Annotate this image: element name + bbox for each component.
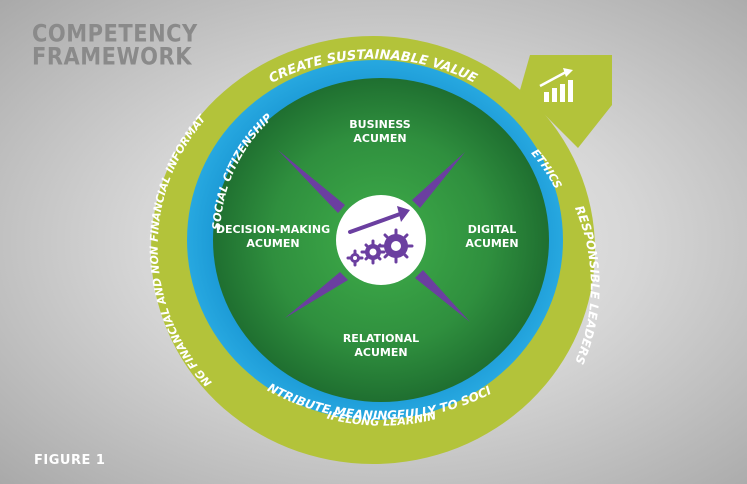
outer-ring-tab xyxy=(520,55,612,148)
figure-label: FIGURE 1 xyxy=(34,453,106,468)
quadrant-business-line-2: ACUMEN xyxy=(353,132,406,145)
quadrant-relational: RELATIONAL ACUMEN xyxy=(343,332,419,359)
framework-title: COMPETENCY FRAMEWORK xyxy=(32,19,198,71)
quadrant-business: BUSINESS ACUMEN xyxy=(349,118,410,145)
quadrant-digital-line-1: DIGITAL xyxy=(468,223,517,236)
quadrant-business-line-1: BUSINESS xyxy=(349,118,410,131)
quadrant-relational-line-1: RELATIONAL xyxy=(343,332,419,345)
quadrant-relational-line-2: ACUMEN xyxy=(354,346,407,359)
purple-spokes xyxy=(278,150,470,322)
title-line-1: COMPETENCY xyxy=(32,19,198,48)
title-line-2: FRAMEWORK xyxy=(32,42,192,71)
spoke-top-right xyxy=(412,152,465,208)
quadrant-digital-line-2: ACUMEN xyxy=(465,237,518,250)
spoke-bottom-right xyxy=(415,270,470,322)
gears-with-rising-arrow-icon xyxy=(346,206,414,267)
quadrant-decision-making: DECISION-MAKING ACUMEN xyxy=(216,223,330,250)
center-circle xyxy=(336,195,426,285)
quadrant-digital: DIGITAL ACUMEN xyxy=(465,223,518,250)
spoke-bottom-left xyxy=(285,272,348,318)
growth-chart-icon xyxy=(539,68,573,102)
quadrant-decision-line-1: DECISION-MAKING xyxy=(216,223,330,236)
quadrant-decision-line-2: ACUMEN xyxy=(246,237,299,250)
spoke-top-left xyxy=(278,150,345,213)
